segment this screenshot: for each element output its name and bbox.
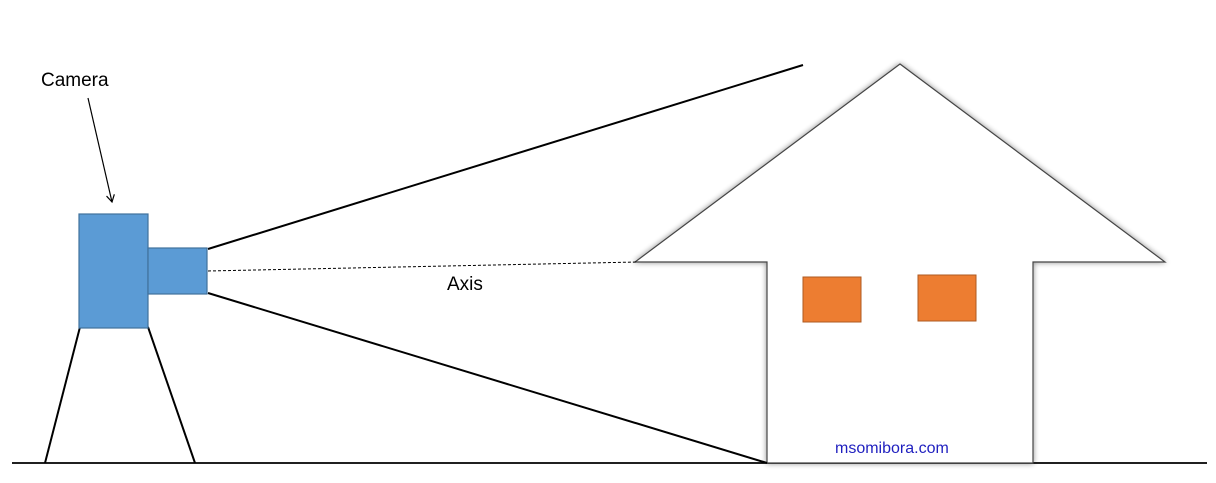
camera-lens	[147, 247, 208, 295]
house-shape	[633, 63, 1167, 464]
house-window-right	[917, 274, 977, 322]
house-window-left	[802, 276, 862, 323]
camera-label: Camera	[41, 70, 109, 91]
camera-pointer-arrow	[87, 97, 115, 204]
field-of-view-bottom-line	[207, 292, 768, 464]
tripod-leg-left	[44, 326, 81, 464]
field-of-view-top-line	[207, 64, 804, 250]
axis-label: Axis	[447, 274, 483, 295]
tripod-leg-right	[147, 326, 196, 464]
watermark-text: msomibora.com	[835, 440, 949, 457]
optical-axis-line	[207, 261, 638, 272]
camera-body	[78, 213, 149, 329]
